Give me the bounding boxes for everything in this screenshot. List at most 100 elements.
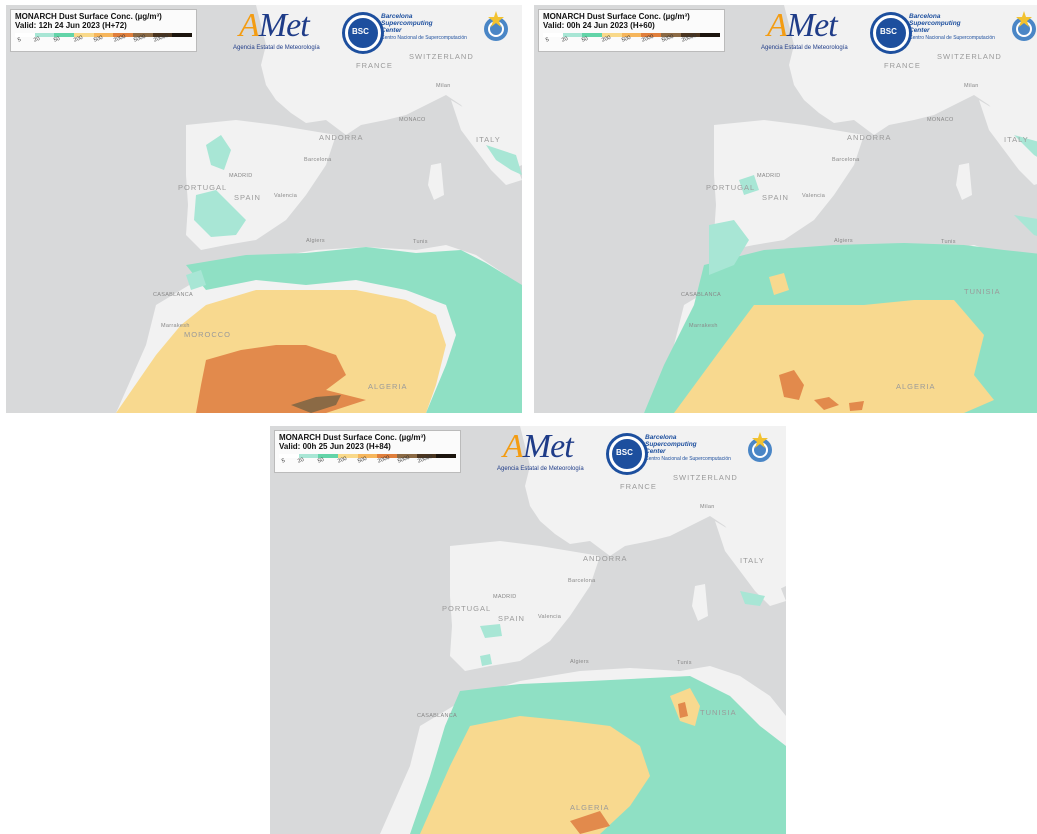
valid-time: Valid: 00h 24 Jun 2023 (H+60) bbox=[543, 21, 655, 30]
label-portugal: PORTUGAL bbox=[178, 183, 228, 192]
aemet-logo: AMet Agencia Estatal de Meteorología bbox=[233, 7, 320, 51]
map-header: MONARCH Dust Surface Conc. (µg/m³) Valid… bbox=[274, 430, 461, 473]
label-barcelona: Barcelona bbox=[568, 578, 596, 584]
label-france: FRANCE bbox=[356, 61, 393, 70]
tick-label: 50 bbox=[317, 456, 325, 465]
label-algeria: ALGERIA bbox=[570, 803, 610, 812]
label-tunis: Tunis bbox=[941, 239, 956, 245]
map-title: MONARCH Dust Surface Conc. (µg/m³) bbox=[279, 433, 426, 442]
valid-time: Valid: 12h 24 Jun 2023 (H+72) bbox=[15, 21, 127, 30]
label-casablanca: CASABLANCA bbox=[417, 713, 457, 719]
dust-map-h60 bbox=[534, 5, 1037, 413]
label-portugal: PORTUGAL bbox=[442, 604, 492, 613]
label-italy: ITALY bbox=[740, 556, 765, 565]
map-title: MONARCH Dust Surface Conc. (µg/m³) bbox=[543, 12, 690, 21]
legend-ticks: 5 20 50 200 500 2000 5000 20000 bbox=[279, 454, 456, 470]
label-valencia: Valencia bbox=[274, 193, 298, 199]
label-spain: SPAIN bbox=[234, 193, 261, 202]
label-milan: Milan bbox=[964, 83, 979, 89]
logos: AMet Agencia Estatal de Meteorología BSC… bbox=[495, 428, 775, 478]
wmo-emblem-icon bbox=[484, 11, 508, 41]
label-portugal: PORTUGAL bbox=[706, 183, 756, 192]
tick-label: 500 bbox=[93, 34, 104, 44]
label-switzerland: SWITZERLAND bbox=[937, 52, 1002, 61]
bsc-logo: BSC bbox=[345, 15, 381, 51]
label-barcelona: Barcelona bbox=[832, 157, 860, 163]
label-algeria: ALGERIA bbox=[368, 382, 408, 391]
map-header: MONARCH Dust Surface Conc. (µg/m³) Valid… bbox=[538, 9, 725, 52]
label-algiers: Algiers bbox=[834, 238, 853, 244]
aemet-logo: AMet Agencia Estatal de Meteorología bbox=[761, 7, 848, 51]
label-monaco: MONACO bbox=[399, 117, 426, 123]
label-madrid: MADRID bbox=[493, 594, 517, 600]
label-italy: ITALY bbox=[476, 135, 501, 144]
label-andorra: ANDORRA bbox=[847, 133, 892, 142]
bsc-logo: BSC bbox=[609, 436, 645, 472]
label-madrid: MADRID bbox=[229, 173, 253, 179]
tick-label: 5 bbox=[17, 36, 22, 44]
label-tunis: Tunis bbox=[413, 239, 428, 245]
map-panel-h84: PORTUGAL SPAIN MADRID Valencia Barcelona… bbox=[270, 426, 786, 834]
map-panel-h72: PORTUGAL SPAIN MADRID Valencia Barcelona… bbox=[6, 5, 522, 413]
bsc-subtitle: Centro Nacional de Supercomputación bbox=[909, 35, 995, 41]
label-tunisia: TUNISIA bbox=[700, 708, 737, 717]
label-barcelona: Barcelona bbox=[304, 157, 332, 163]
map-title: MONARCH Dust Surface Conc. (µg/m³) bbox=[15, 12, 162, 21]
bsc-name: Barcelona Supercomputing Center bbox=[381, 13, 433, 34]
dust-map-h72 bbox=[6, 5, 522, 413]
bsc-name: Barcelona Supercomputing Center bbox=[645, 434, 697, 455]
tick-label: 500 bbox=[357, 455, 368, 465]
color-legend bbox=[279, 454, 457, 458]
label-italy: ITALY bbox=[1004, 135, 1029, 144]
tick-label: 5 bbox=[281, 457, 286, 465]
wmo-emblem-icon bbox=[1012, 11, 1036, 41]
dust-map-h84 bbox=[270, 426, 786, 834]
label-spain: SPAIN bbox=[762, 193, 789, 202]
tick-label: 20 bbox=[297, 456, 305, 465]
label-morocco: MOROCCO bbox=[184, 330, 231, 339]
label-marrakesh: Marrakesh bbox=[161, 323, 190, 329]
label-casablanca: CASABLANCA bbox=[681, 292, 721, 298]
legend-ticks: 5 20 50 200 500 2000 5000 20000 bbox=[15, 33, 192, 49]
label-monaco: MONACO bbox=[927, 117, 954, 123]
tick-label: 500 bbox=[621, 34, 632, 44]
tick-label: 20 bbox=[33, 35, 41, 44]
label-tunisia: TUNISIA bbox=[964, 287, 1001, 296]
tick-label: 200 bbox=[337, 455, 348, 465]
logos: AMet Agencia Estatal de Meteorología BSC… bbox=[231, 7, 511, 57]
label-algeria: ALGERIA bbox=[896, 382, 936, 391]
label-france: FRANCE bbox=[884, 61, 921, 70]
tick-label: 200 bbox=[601, 34, 612, 44]
label-andorra: ANDORRA bbox=[319, 133, 364, 142]
color-legend bbox=[543, 33, 721, 37]
logos: AMet Agencia Estatal de Meteorología BSC… bbox=[759, 7, 1037, 57]
tick-label: 5 bbox=[545, 36, 550, 44]
tick-label: 50 bbox=[581, 35, 589, 44]
label-algiers: Algiers bbox=[570, 659, 589, 665]
label-valencia: Valencia bbox=[538, 614, 562, 620]
map-panel-h60: PORTUGAL SPAIN MADRID Valencia Barcelona… bbox=[534, 5, 1037, 413]
label-valencia: Valencia bbox=[802, 193, 826, 199]
label-switzerland: SWITZERLAND bbox=[673, 473, 738, 482]
label-switzerland: SWITZERLAND bbox=[409, 52, 474, 61]
map-header: MONARCH Dust Surface Conc. (µg/m³) Valid… bbox=[10, 9, 197, 52]
tick-label: 50 bbox=[53, 35, 61, 44]
label-marrakesh: Marrakesh bbox=[689, 323, 718, 329]
label-algiers: Algiers bbox=[306, 238, 325, 244]
color-legend bbox=[15, 33, 193, 37]
legend-ticks: 5 20 50 200 500 2000 5000 20000 bbox=[543, 33, 720, 49]
label-milan: Milan bbox=[436, 83, 451, 89]
label-spain: SPAIN bbox=[498, 614, 525, 623]
label-tunis: Tunis bbox=[677, 660, 692, 666]
tick-label: 20 bbox=[561, 35, 569, 44]
aemet-logo: AMet Agencia Estatal de Meteorología bbox=[497, 428, 584, 472]
label-andorra: ANDORRA bbox=[583, 554, 628, 563]
label-casablanca: CASABLANCA bbox=[153, 292, 193, 298]
bsc-subtitle: Centro Nacional de Supercomputación bbox=[381, 35, 467, 41]
bsc-subtitle: Centro Nacional de Supercomputación bbox=[645, 456, 731, 462]
label-france: FRANCE bbox=[620, 482, 657, 491]
bsc-logo: BSC bbox=[873, 15, 909, 51]
valid-time: Valid: 00h 25 Jun 2023 (H+84) bbox=[279, 442, 391, 451]
bsc-name: Barcelona Supercomputing Center bbox=[909, 13, 961, 34]
tick-label: 200 bbox=[73, 34, 84, 44]
